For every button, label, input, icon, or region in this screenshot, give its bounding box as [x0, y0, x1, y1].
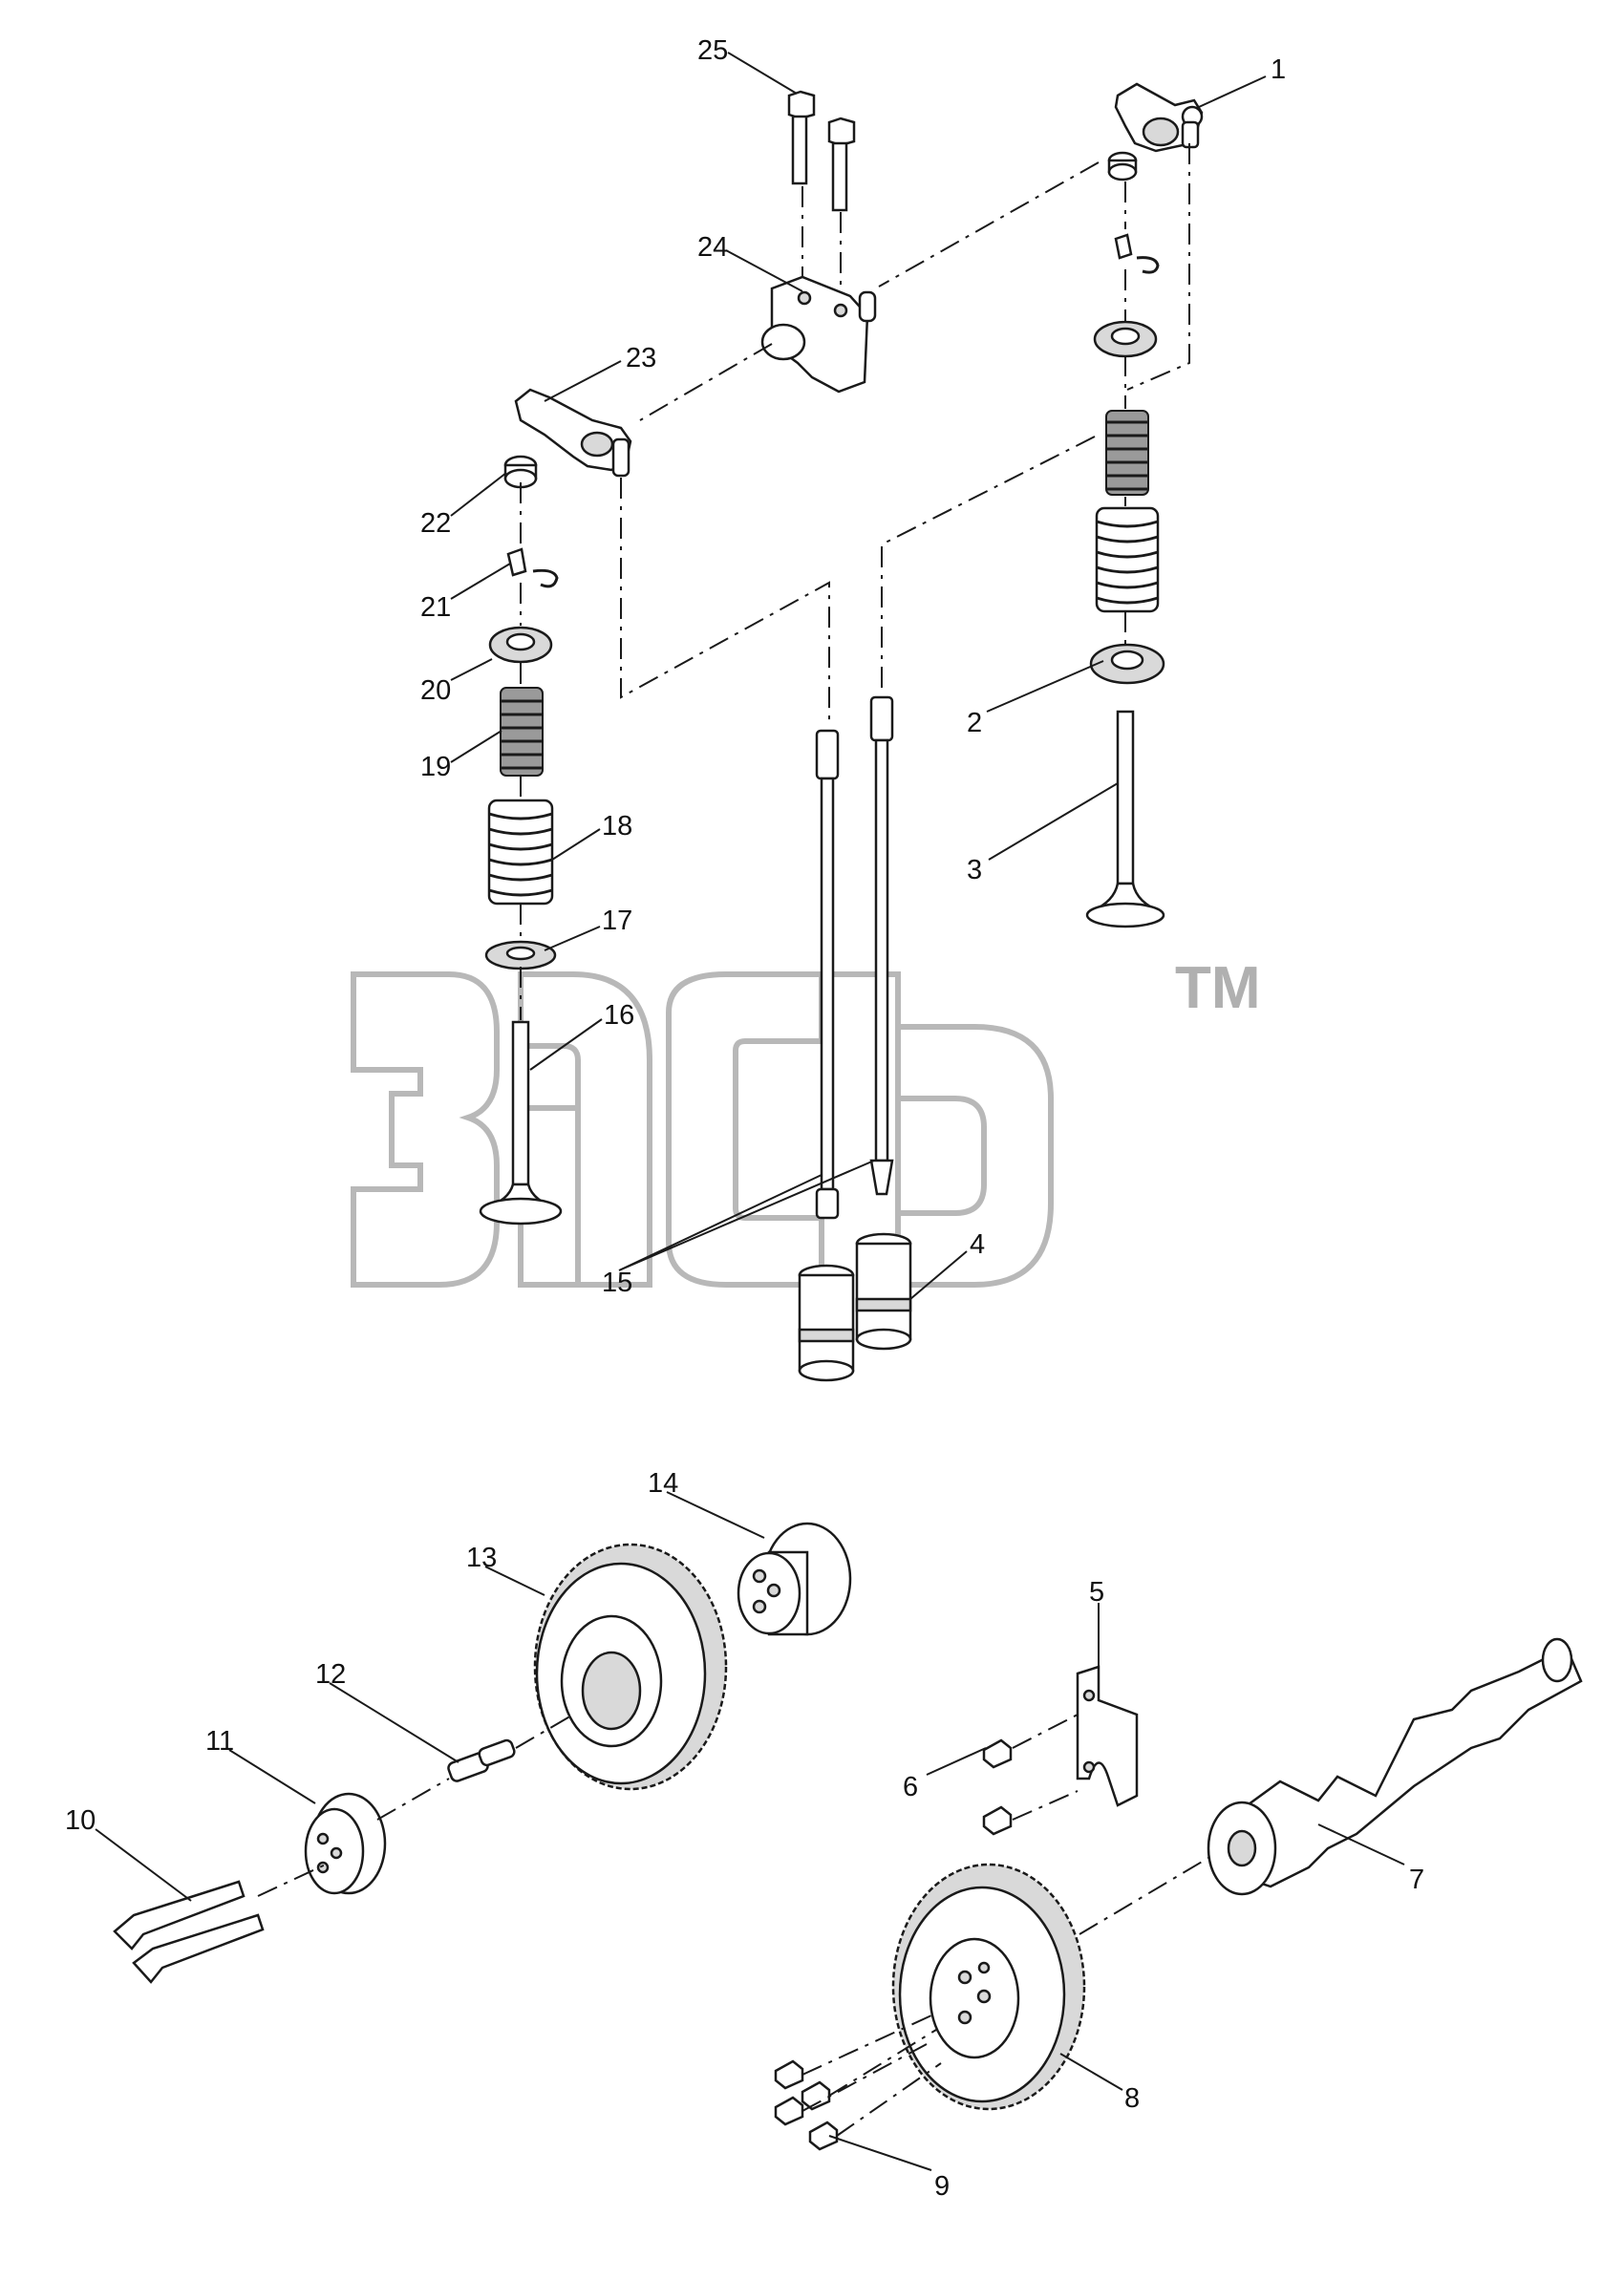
callout-13: 13 — [466, 1543, 497, 1573]
thrust-washer-11 — [304, 1792, 387, 1895]
callout-25: 25 — [697, 35, 728, 66]
callout-22: 22 — [420, 508, 451, 539]
rocker-arm-23 — [514, 388, 632, 478]
callout-14: 14 — [648, 1468, 678, 1499]
leader-lines — [95, 52, 1405, 2171]
callout-4: 4 — [970, 1229, 985, 1260]
exhaust-valve-3 — [1085, 710, 1165, 928]
callout-12: 12 — [315, 1659, 346, 1690]
inner-spring-19 — [500, 687, 544, 777]
tappet-4a — [798, 1264, 855, 1382]
callout-8: 8 — [1124, 2083, 1140, 2114]
gear-screws-9 — [774, 2059, 839, 2151]
callout-23: 23 — [626, 343, 656, 373]
outer-spring-18 — [487, 799, 554, 906]
callout-16: 16 — [604, 1000, 634, 1031]
rocker-arm-1 — [1114, 82, 1204, 153]
bolt-25a — [787, 90, 816, 185]
callout-1: 1 — [1271, 54, 1286, 85]
upper-centrelines — [520, 143, 1190, 1020]
spring-seat-17 — [484, 940, 557, 970]
idler-pin-12 — [447, 1738, 516, 1782]
spring-retainer-20 — [488, 626, 553, 664]
rocker-support-24 — [760, 275, 877, 394]
watermark-logo: TM — [351, 955, 1261, 1288]
thrust-plate-5 — [1076, 1665, 1139, 1807]
callout-2: 2 — [967, 708, 982, 738]
valve-rotator-2 — [1089, 643, 1165, 685]
intake-valve-16 — [479, 1020, 563, 1226]
watermark-trademark: TM — [1175, 955, 1261, 1021]
screws-6 — [982, 1738, 1013, 1836]
spring-retainer-exhaust — [1093, 320, 1158, 358]
outer-spring-exhaust — [1095, 506, 1160, 613]
callout-17: 17 — [602, 906, 632, 936]
bolt-25b — [827, 117, 856, 212]
callout-18: 18 — [602, 811, 632, 842]
callout-19: 19 — [420, 752, 451, 782]
tappet-4b — [855, 1232, 912, 1351]
idler-gear-13 — [533, 1543, 728, 1791]
callout-11: 11 — [205, 1726, 234, 1757]
callout-5: 5 — [1089, 1577, 1104, 1608]
callout-3: 3 — [967, 855, 982, 885]
push-rod-15b — [869, 695, 894, 1196]
callout-6: 6 — [903, 1772, 918, 1802]
callout-7: 7 — [1409, 1865, 1424, 1895]
callout-10: 10 — [65, 1805, 96, 1836]
camshaft-7 — [1207, 1637, 1583, 1896]
valve-collets — [1114, 233, 1160, 274]
callout-21: 21 — [420, 592, 451, 623]
inner-spring-exhaust — [1105, 410, 1149, 496]
callout-24: 24 — [697, 232, 728, 263]
callout-20: 20 — [420, 675, 451, 706]
valve-cap — [1107, 151, 1138, 181]
valve-collets-21 — [506, 547, 559, 588]
lower-centrelines — [257, 1714, 1209, 2137]
bolts-10 — [113, 1880, 265, 1984]
push-rod-15a — [815, 729, 840, 1220]
cam-gear-8 — [891, 1863, 1086, 2111]
callout-9: 9 — [934, 2171, 950, 2202]
callout-15: 15 — [602, 1268, 632, 1298]
idler-hub-14 — [737, 1522, 852, 1636]
callout-labels: 1 2 3 4 5 6 7 8 9 10 11 12 13 14 15 16 1… — [65, 35, 1424, 2202]
